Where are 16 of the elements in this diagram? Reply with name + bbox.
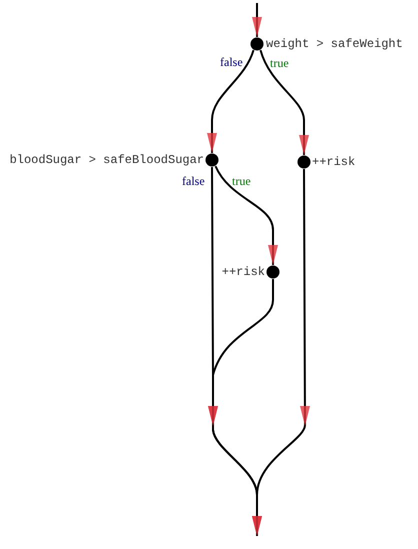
edge-label: false xyxy=(220,56,243,69)
arrow xyxy=(260,50,309,155)
condition-text: bloodSugar > safeBloodSugar xyxy=(10,153,204,167)
edge-label: false xyxy=(182,175,205,188)
junction-dot xyxy=(298,156,310,168)
edge-label: true xyxy=(270,57,289,70)
condition-text: ++risk xyxy=(222,265,265,279)
condition-text: ++risk xyxy=(312,155,356,169)
arrow xyxy=(252,3,262,37)
junction-dot xyxy=(266,266,280,278)
junction-dot xyxy=(206,154,218,166)
arrow xyxy=(207,50,254,153)
condition-text: weight > safeWeight xyxy=(266,37,403,51)
junction-dot xyxy=(250,38,264,50)
arrow xyxy=(214,166,278,265)
edge-label: true xyxy=(232,175,251,188)
